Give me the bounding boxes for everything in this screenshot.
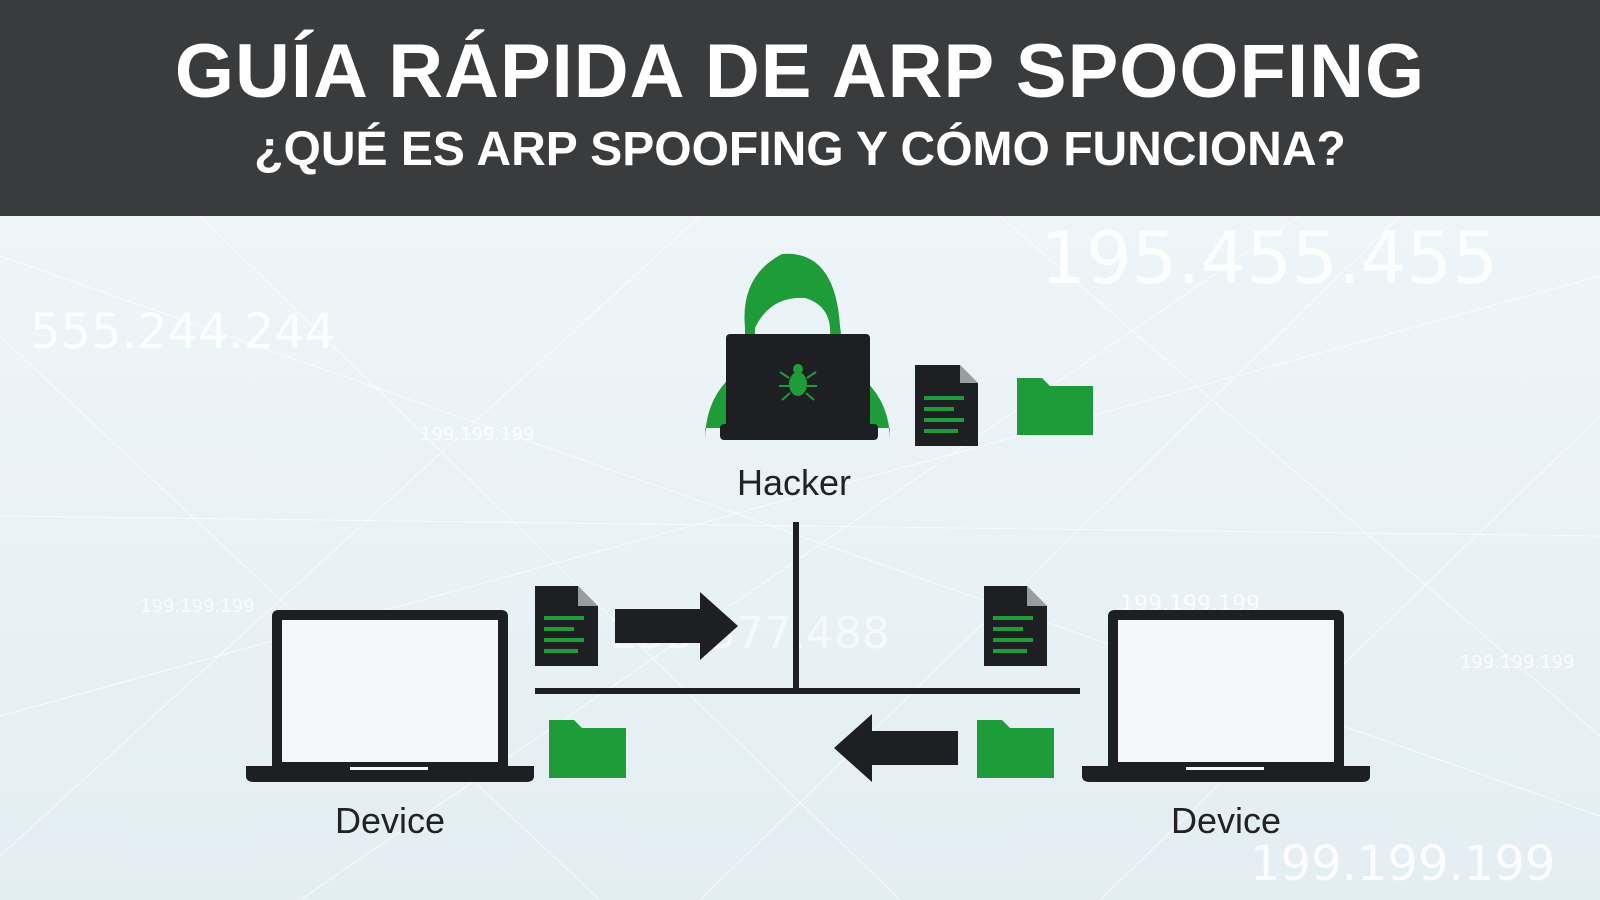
arrow-right-icon bbox=[615, 592, 738, 660]
bug-icon bbox=[779, 364, 817, 401]
document-icon bbox=[984, 586, 1047, 666]
diagram-canvas: 195.455.455 555.244.244 199.199.199 199.… bbox=[0, 216, 1600, 900]
background-number: 199.199.199 bbox=[140, 596, 255, 617]
laptop-icon bbox=[246, 610, 534, 782]
folder-icon bbox=[1017, 378, 1093, 435]
node-label-device-right: Device bbox=[1170, 800, 1282, 841]
network-connection bbox=[535, 522, 1080, 694]
background-number: 199.199.199 bbox=[1250, 836, 1556, 892]
document-icon bbox=[535, 586, 598, 666]
node-label-hacker: Hacker bbox=[736, 462, 852, 503]
background-number: 195.455.455 bbox=[1040, 216, 1499, 300]
laptop-icon bbox=[1082, 610, 1370, 782]
background-number: 199.199.199 bbox=[420, 424, 535, 445]
document-icon bbox=[915, 365, 978, 446]
folder-icon bbox=[977, 720, 1054, 778]
header-banner: GUÍA RÁPIDA DE ARP SPOOFING ¿QUÉ ES ARP … bbox=[0, 0, 1600, 216]
arrow-left-icon bbox=[834, 714, 958, 782]
hooded-hacker-icon bbox=[705, 253, 890, 441]
folder-icon bbox=[549, 720, 626, 778]
arp-spoofing-diagram bbox=[246, 253, 1370, 782]
page-title: GUÍA RÁPIDA DE ARP SPOOFING bbox=[174, 29, 1426, 114]
page-subtitle: ¿QUÉ ES ARP SPOOFING Y CÓMO FUNCIONA? bbox=[254, 123, 1346, 176]
background-number: 199.199.199 bbox=[1460, 652, 1575, 673]
node-label-device-left: Device bbox=[334, 800, 446, 841]
background-number: 555.244.244 bbox=[30, 304, 336, 360]
